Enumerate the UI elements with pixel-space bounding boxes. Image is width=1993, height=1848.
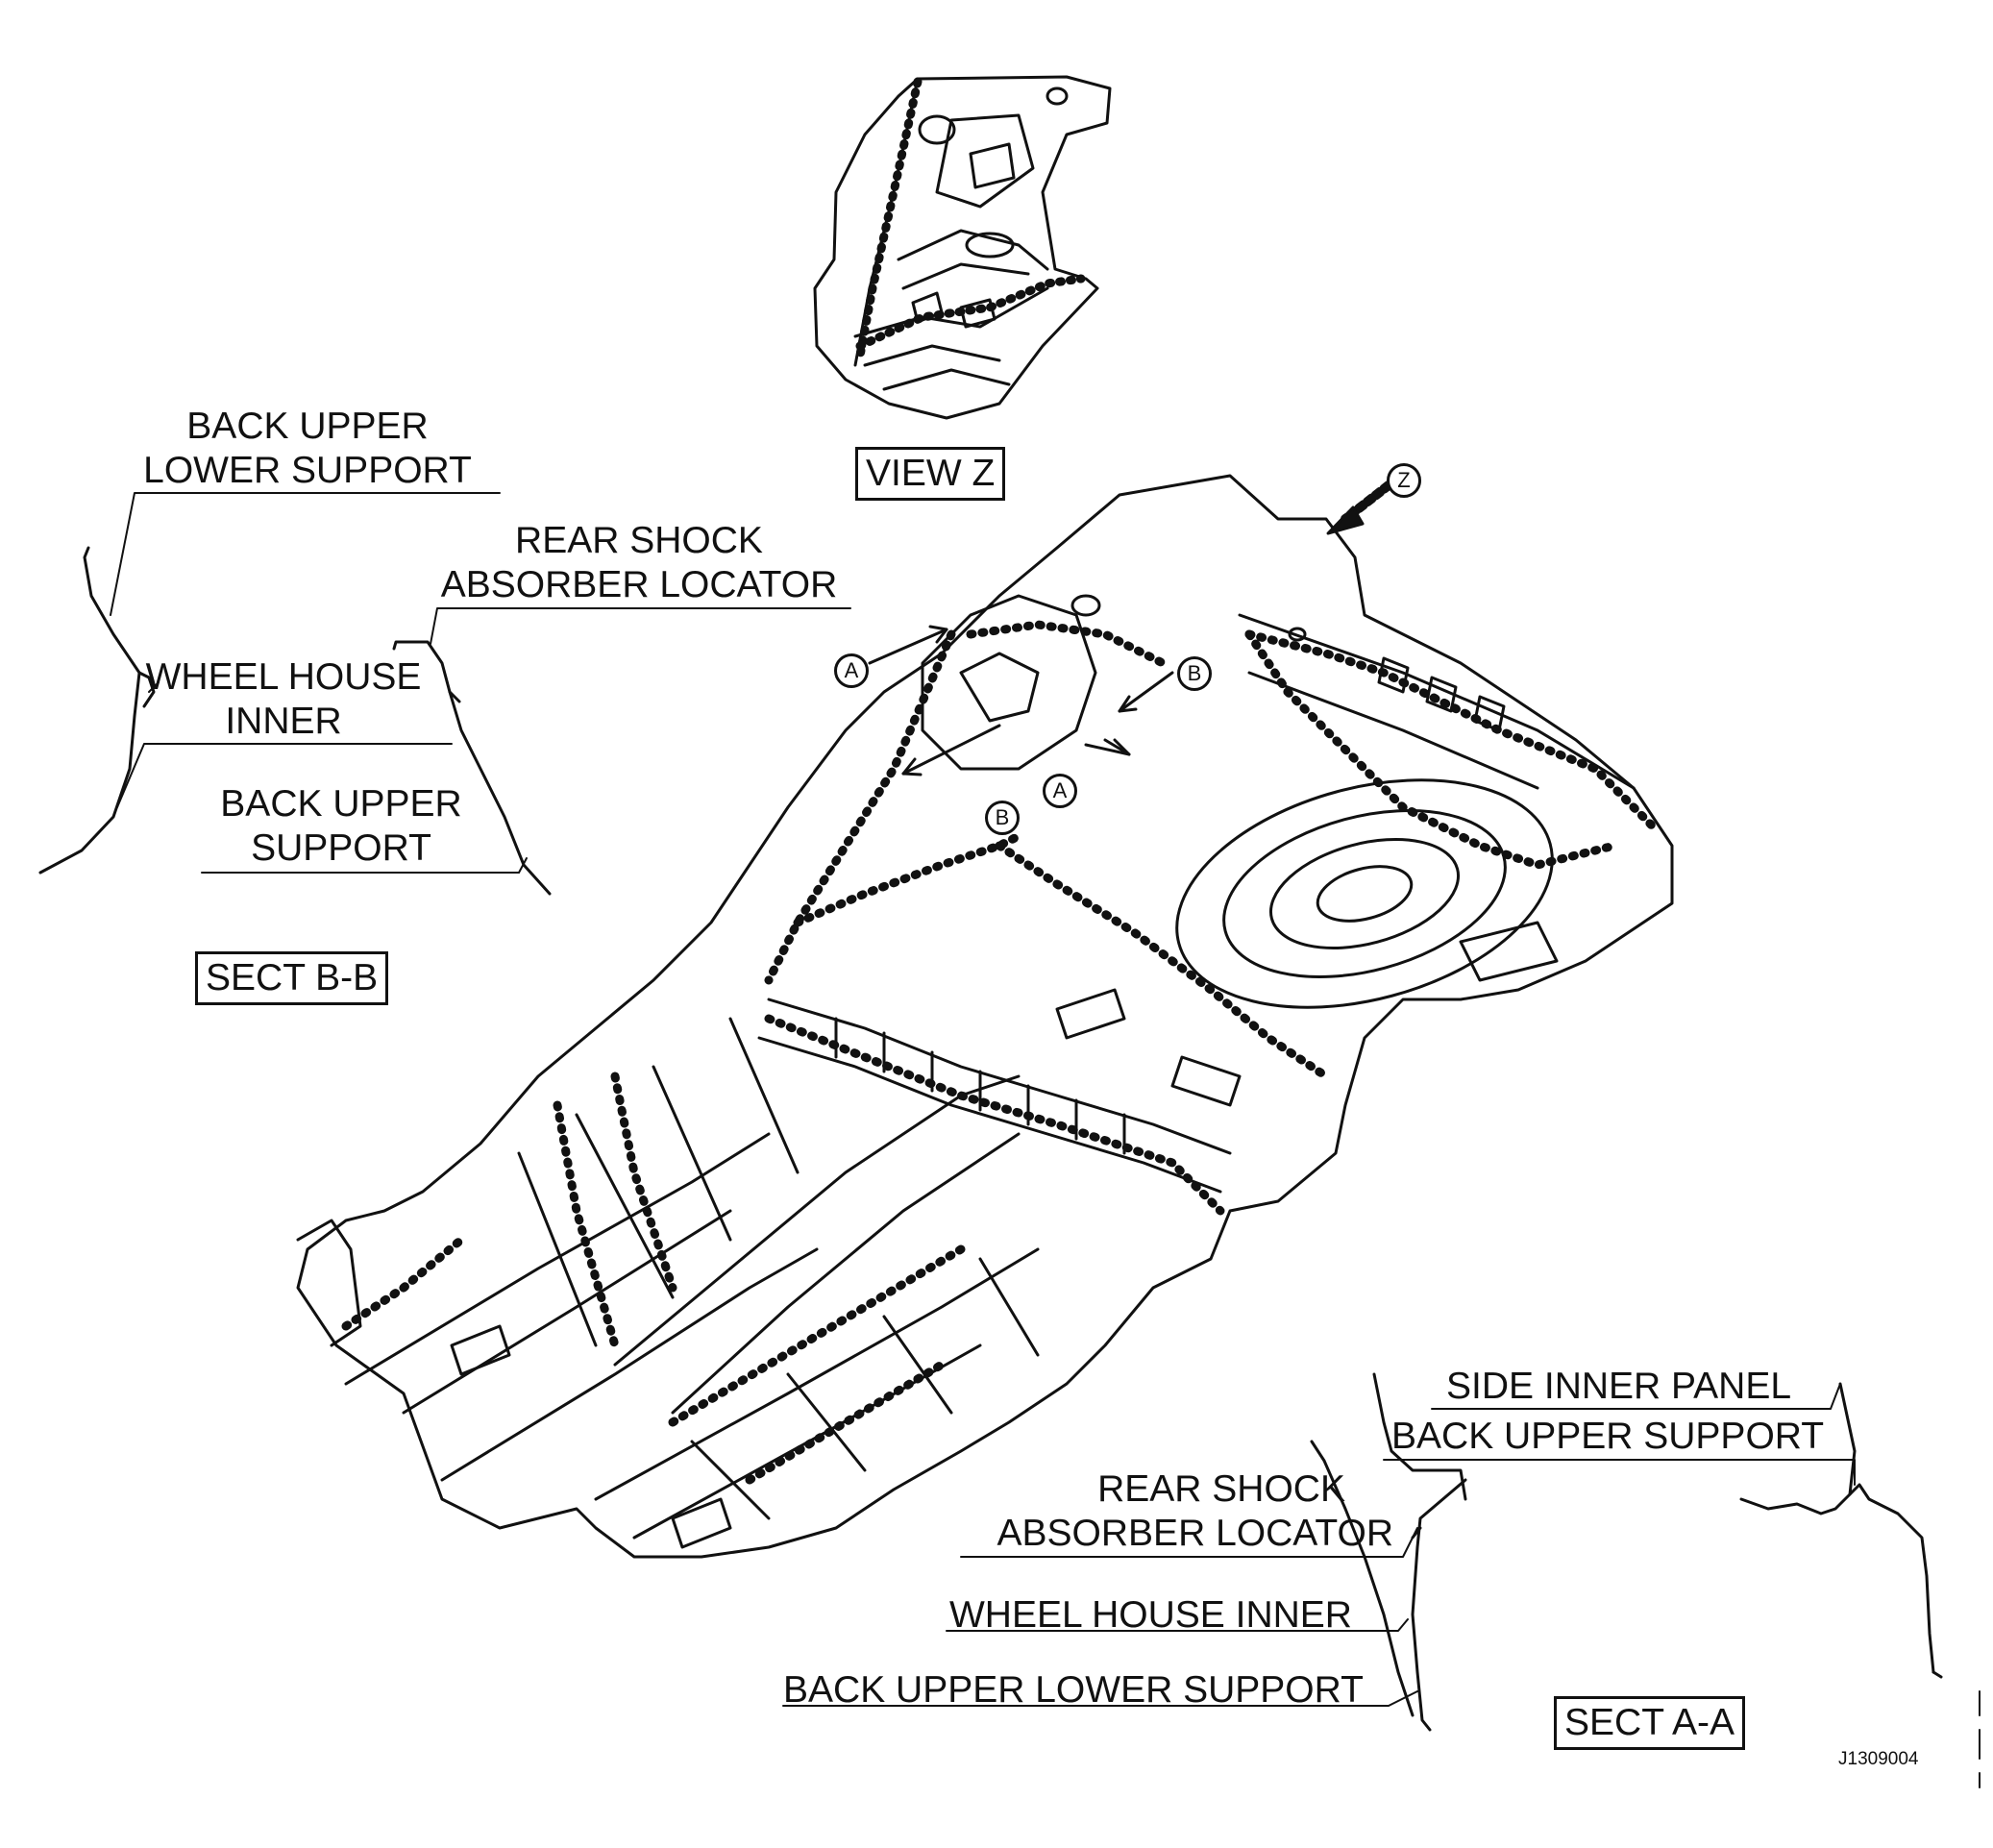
view-z-weld-dots	[855, 77, 1086, 360]
section-marker-b: B	[985, 801, 1020, 835]
sect-bb-label-back-upper-support: BACK UPPER SUPPORT	[192, 782, 490, 871]
label-line: WHEEL HOUSE	[145, 656, 422, 698]
sect-bb-label-rear-shock-absorber-locator: REAR SHOCK ABSORBER LOCATOR	[428, 519, 850, 607]
sect-bb-drawing	[38, 546, 552, 896]
floor-pan-weld-dots	[341, 620, 1658, 1485]
label-line: BACK UPPER	[220, 783, 462, 825]
sect-aa-label-side-inner-panel: SIDE INNER PANEL	[1446, 1366, 1792, 1407]
label-line: BACK UPPER	[186, 406, 429, 447]
label-line: ABSORBER LOCATOR	[996, 1513, 1394, 1554]
section-cut-arrows	[868, 625, 1174, 776]
section-marker-a: A	[834, 653, 869, 688]
sect-aa-leaders	[782, 1383, 1856, 1707]
label-line: INNER	[225, 701, 342, 742]
sect-aa-label-back-upper-lower-support: BACK UPPER LOWER SUPPORT	[783, 1669, 1364, 1711]
view-marker-z: Z	[1387, 463, 1421, 498]
sect-aa-title: SECT A-A	[1554, 1696, 1746, 1750]
sect-aa-label-rear-shock-absorber-locator: REAR SHOCK ABSORBER LOCATOR	[971, 1467, 1394, 1556]
view-z-drawing	[813, 75, 1112, 420]
label-line: LOWER SUPPORT	[143, 450, 472, 491]
label-line: SUPPORT	[251, 827, 431, 869]
section-marker-b: B	[1177, 656, 1212, 691]
sect-aa-label-back-upper-support: BACK UPPER SUPPORT	[1391, 1416, 1825, 1457]
view-z-title: VIEW Z	[855, 447, 1006, 501]
floor-pan-drawing	[296, 474, 1674, 1559]
label-line: REAR SHOCK	[515, 520, 763, 561]
sect-bb-title: SECT B-B	[195, 951, 389, 1005]
view-z-arrow	[1326, 480, 1393, 535]
sect-bb-label-wheel-house-inner: WHEEL HOUSE INNER	[125, 655, 442, 744]
section-marker-a: A	[1043, 774, 1077, 808]
sect-bb-leaders	[110, 492, 851, 874]
label-line: REAR SHOCK	[1097, 1468, 1345, 1510]
sect-bb-label-back-upper-lower-support: BACK UPPER LOWER SUPPORT	[125, 405, 490, 493]
sect-aa-label-wheel-house-inner: WHEEL HOUSE INNER	[949, 1594, 1352, 1636]
label-line: ABSORBER LOCATOR	[440, 564, 838, 605]
figure-number: J1309004	[1838, 1749, 1919, 1769]
